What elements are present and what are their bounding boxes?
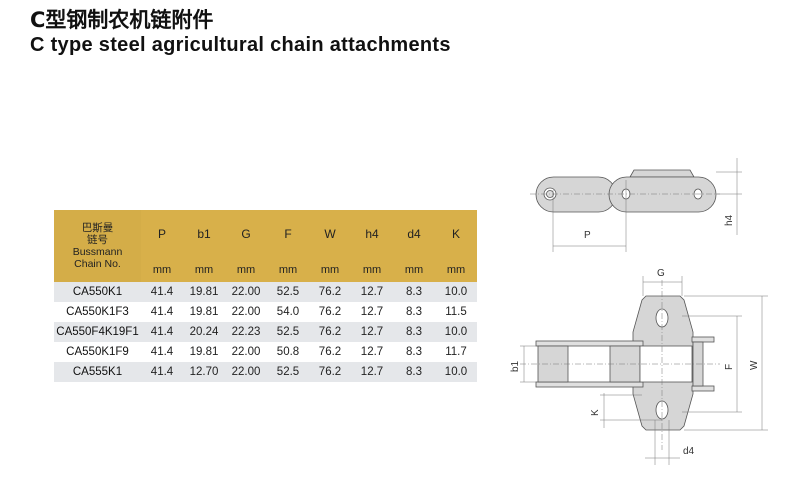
- col-header: F: [267, 210, 309, 258]
- unit-cell: mm: [435, 258, 477, 282]
- value-cell: 11.7: [445, 346, 467, 358]
- header-en1: Bussmann: [72, 246, 123, 258]
- value-cell: 22.23: [225, 322, 267, 342]
- value-cell: 41.4: [150, 306, 174, 318]
- value-cell: 76.2: [309, 322, 351, 342]
- value-cell: 54.0: [276, 306, 300, 318]
- value-cell: 50.8: [276, 346, 300, 358]
- value-cell: 22.00: [225, 282, 267, 302]
- value-cell: 10.0: [435, 362, 477, 382]
- label-P: P: [584, 230, 591, 241]
- title-chinese: C型钢制农机链附件: [30, 8, 214, 32]
- col-header: W: [309, 210, 351, 258]
- value-cell: 76.2: [309, 362, 351, 382]
- title-english: C type steel agricultural chain attachme…: [30, 34, 451, 56]
- value-cell: 52.5: [267, 282, 309, 302]
- value-cell: 41.4: [141, 282, 183, 302]
- value-cell: 8.3: [393, 282, 435, 302]
- value-cell: 76.2: [318, 346, 342, 358]
- value-cell: 22.00: [231, 306, 261, 318]
- label-W: W: [749, 360, 760, 370]
- value-cell: 41.4: [150, 346, 174, 358]
- label-F: F: [724, 364, 735, 370]
- value-cell: 12.7: [360, 346, 384, 358]
- chain-no-cell: CA550K1F9: [66, 346, 129, 358]
- table-row: CA550K1F9 41.4 19.81 22.00 50.8 76.2 12.7 8.3 11…: [54, 342, 477, 362]
- label-K: K: [590, 409, 601, 416]
- chain-no-cell: CA550K1F3: [66, 306, 129, 318]
- value-cell: 19.81: [189, 346, 219, 358]
- chain-no-cell: CA550F4K19F1: [54, 322, 141, 342]
- label-d4: d4: [683, 446, 695, 457]
- value-cell: 41.4: [141, 362, 183, 382]
- value-cell: 19.81: [189, 306, 219, 318]
- col-header: b1: [183, 210, 225, 258]
- unit-cell: mm: [393, 258, 435, 282]
- value-cell: 12.70: [183, 362, 225, 382]
- value-cell: 11.5: [445, 306, 467, 318]
- label-b1: b1: [510, 360, 521, 372]
- col-header: P: [141, 210, 183, 258]
- header-en2: Chain No.: [74, 258, 121, 270]
- unit-cell: mm: [267, 258, 309, 282]
- value-cell: 8.3: [406, 346, 422, 358]
- header-cn1: 巴斯曼: [81, 222, 114, 234]
- col-header: K: [435, 210, 477, 258]
- unit-cell: mm: [141, 258, 183, 282]
- spec-table: 巴斯曼 链号 Bussmann Chain No. P b1 G F W h4 …: [54, 210, 477, 382]
- value-cell: 10.0: [435, 322, 477, 342]
- chain-no-header: 巴斯曼 链号 Bussmann Chain No.: [54, 210, 141, 282]
- chain-no-cell: CA550K1: [54, 282, 141, 302]
- header-cn2: 链号: [87, 234, 108, 246]
- value-cell: 8.3: [406, 306, 422, 318]
- col-header: h4: [351, 210, 393, 258]
- value-cell: 10.0: [435, 282, 477, 302]
- value-cell: 8.3: [393, 322, 435, 342]
- value-cell: 12.7: [351, 362, 393, 382]
- value-cell: 22.00: [225, 362, 267, 382]
- value-cell: 12.7: [360, 306, 384, 318]
- value-cell: 12.7: [351, 322, 393, 342]
- value-cell: 12.7: [351, 282, 393, 302]
- label-G: G: [657, 268, 665, 279]
- value-cell: 8.3: [393, 362, 435, 382]
- outer-plate: [608, 176, 717, 213]
- label-h4: h4: [724, 214, 735, 226]
- chain-no-cell: CA555K1: [54, 362, 141, 382]
- unit-cell: mm: [225, 258, 267, 282]
- value-cell: 19.81: [183, 282, 225, 302]
- value-cell: 20.24: [183, 322, 225, 342]
- unit-cell: mm: [183, 258, 225, 282]
- unit-cell: mm: [351, 258, 393, 282]
- col-header: d4: [393, 210, 435, 258]
- value-cell: 22.00: [231, 346, 261, 358]
- table-row: CA550K1F3 41.4 19.81 22.00 54.0 76.2 12.7 8.3 11…: [54, 302, 477, 322]
- unit-cell: mm: [309, 258, 351, 282]
- value-cell: 76.2: [318, 306, 342, 318]
- value-cell: 41.4: [141, 322, 183, 342]
- value-cell: 52.5: [267, 322, 309, 342]
- col-header: G: [225, 210, 267, 258]
- value-cell: 52.5: [267, 362, 309, 382]
- value-cell: 76.2: [309, 282, 351, 302]
- attachment-top: [629, 169, 695, 178]
